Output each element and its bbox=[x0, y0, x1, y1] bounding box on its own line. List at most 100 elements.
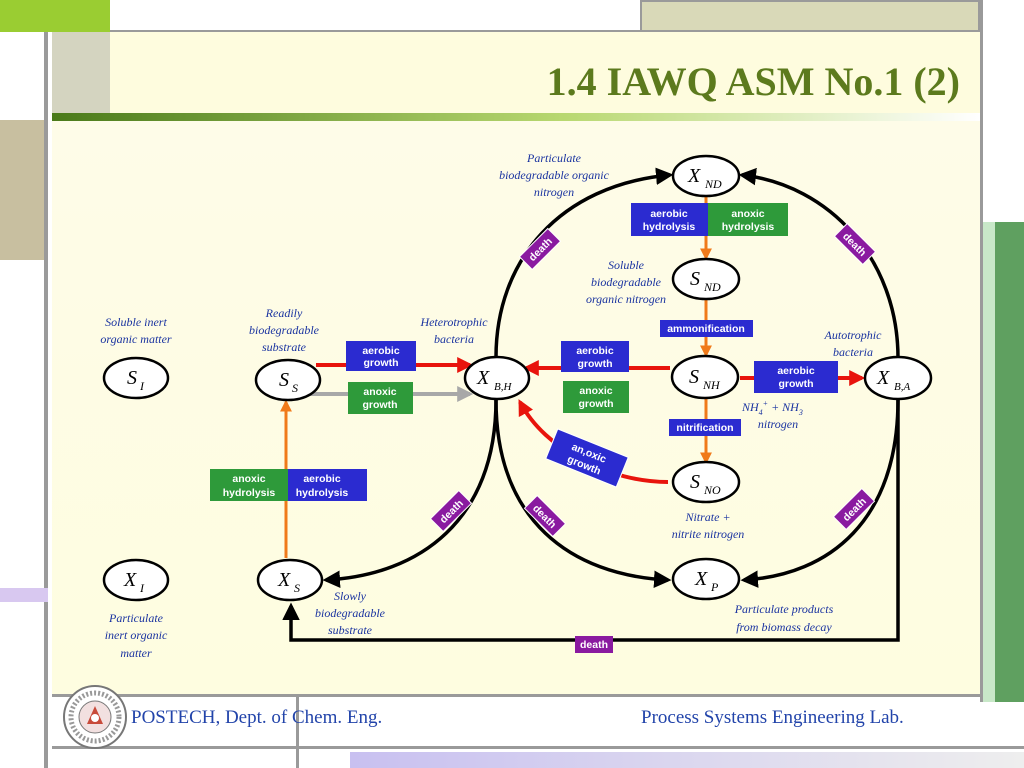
svg-text:Nitrate +: Nitrate + bbox=[684, 510, 730, 524]
svg-text:Particulate products: Particulate products bbox=[734, 602, 834, 616]
svg-text:hydrolysis: hydrolysis bbox=[722, 221, 775, 233]
box-ammonification: ammonification bbox=[660, 320, 753, 337]
label-heterotrophic: Heterotrophic bacteria bbox=[419, 315, 488, 346]
left-tan-block bbox=[0, 120, 48, 260]
label-readily-biodeg: Readily biodegradable substrate bbox=[249, 306, 320, 354]
footer-left: POSTECH, Dept. of Chem. Eng. bbox=[131, 707, 383, 728]
node-sno-main: S bbox=[690, 471, 700, 493]
postech-logo bbox=[63, 685, 127, 749]
label-soluble-biodeg-n: Soluble biodegradable organic nitrogen bbox=[586, 258, 666, 306]
arrow-xbh-to-xp bbox=[494, 399, 672, 589]
svg-text:anoxic: anoxic bbox=[232, 473, 265, 485]
label-particulate-biodeg-n: Particulate biodegradable organic nitrog… bbox=[499, 151, 610, 199]
svg-text:organic matter: organic matter bbox=[100, 332, 172, 346]
top-right-block bbox=[980, 0, 1024, 32]
svg-text:hydrolysis: hydrolysis bbox=[643, 221, 696, 233]
svg-text:anoxic: anoxic bbox=[363, 386, 396, 398]
svg-text:biodegradable: biodegradable bbox=[315, 606, 386, 620]
arrow-xbh-to-xnd bbox=[494, 167, 674, 358]
footer-right: Process Systems Engineering Lab. bbox=[641, 707, 904, 728]
arrow-xba-to-xp bbox=[740, 399, 900, 588]
svg-text:biodegradable: biodegradable bbox=[591, 275, 662, 289]
box-nitrification: nitrification bbox=[669, 419, 741, 436]
svg-text:substrate: substrate bbox=[262, 340, 307, 354]
death-tag-bottom-right: death bbox=[832, 487, 876, 531]
svg-text:death: death bbox=[580, 639, 608, 651]
node-ss-sub: S bbox=[292, 381, 298, 395]
svg-text:biodegradable organic: biodegradable organic bbox=[499, 168, 610, 182]
node-snh-main: S bbox=[689, 366, 699, 388]
label-particulate-inert: Particulate inert organic matter bbox=[105, 611, 168, 660]
top-bar-left bbox=[110, 0, 640, 32]
svg-text:nitrogen: nitrogen bbox=[758, 417, 798, 431]
svg-text:from biomass decay: from biomass decay bbox=[736, 620, 832, 634]
node-xba: X B,A bbox=[863, 355, 933, 401]
node-sno-sub: NO bbox=[703, 483, 721, 497]
label-autotrophic: Autotrophic bacteria bbox=[824, 328, 883, 359]
node-xs-sub: S bbox=[294, 581, 300, 595]
node-ss-main: S bbox=[279, 369, 289, 391]
top-tan-block bbox=[640, 0, 980, 32]
right-column bbox=[980, 32, 1024, 222]
label-particulate-products: Particulate products from biomass decay bbox=[734, 602, 834, 634]
footer-divider bbox=[296, 697, 299, 768]
bottom-purple-strip bbox=[350, 752, 1024, 768]
svg-text:substrate: substrate bbox=[328, 623, 373, 637]
svg-text:bacteria: bacteria bbox=[434, 332, 474, 346]
svg-text:Autotrophic: Autotrophic bbox=[824, 328, 883, 342]
node-xba-sub: B,A bbox=[894, 381, 910, 393]
node-xp-main: X bbox=[694, 568, 708, 590]
label-soluble-inert: Soluble inert organic matter bbox=[100, 315, 172, 346]
node-si-main: S bbox=[127, 367, 137, 389]
svg-text:aerobic: aerobic bbox=[303, 473, 341, 485]
svg-text:growth: growth bbox=[579, 398, 614, 410]
svg-text:aerobic: aerobic bbox=[362, 345, 400, 357]
svg-text:growth: growth bbox=[363, 399, 398, 411]
svg-text:biodegradable: biodegradable bbox=[249, 323, 320, 337]
svg-text:hydrolysis: hydrolysis bbox=[296, 487, 349, 499]
left-gray-column bbox=[0, 32, 48, 120]
label-nitrate: Nitrate + nitrite nitrogen bbox=[672, 510, 745, 541]
svg-text:Readily: Readily bbox=[265, 306, 303, 320]
svg-text:ammonification: ammonification bbox=[667, 323, 745, 335]
title-gray-block bbox=[52, 32, 110, 114]
node-snd-main: S bbox=[690, 268, 700, 290]
svg-text:hydrolysis: hydrolysis bbox=[223, 487, 276, 499]
svg-text:Slowly: Slowly bbox=[334, 589, 367, 603]
svg-text:Heterotrophic: Heterotrophic bbox=[419, 315, 488, 329]
death-tag-top-right: death bbox=[833, 222, 877, 266]
svg-text:organic nitrogen: organic nitrogen bbox=[586, 292, 666, 306]
svg-text:aerobic: aerobic bbox=[650, 208, 688, 220]
svg-text:Soluble inert: Soluble inert bbox=[105, 315, 167, 329]
svg-text:matter: matter bbox=[120, 646, 152, 660]
node-snh-sub: NH bbox=[702, 378, 721, 392]
svg-text:growth: growth bbox=[578, 358, 613, 370]
death-tag-bottom-line: death bbox=[575, 636, 613, 653]
page-title: 1.4 IAWQ ASM No.1 (2) bbox=[546, 59, 960, 104]
svg-text:nitrogen: nitrogen bbox=[534, 185, 574, 199]
arrow-xbh-to-xs bbox=[322, 399, 498, 588]
svg-text:aerobic: aerobic bbox=[576, 345, 614, 357]
box-aerobic-hydrolysis-left: aerobic hydrolysis bbox=[288, 469, 367, 501]
node-xbh-sub: B,H bbox=[494, 381, 512, 393]
title-underline bbox=[52, 113, 980, 121]
title-area bbox=[110, 32, 980, 114]
svg-text:nitrite nitrogen: nitrite nitrogen bbox=[672, 527, 745, 541]
node-xba-main: X bbox=[876, 367, 890, 389]
node-snd-sub: ND bbox=[703, 280, 721, 294]
node-xi-main: X bbox=[123, 569, 137, 591]
svg-text:nitrification: nitrification bbox=[676, 422, 733, 434]
